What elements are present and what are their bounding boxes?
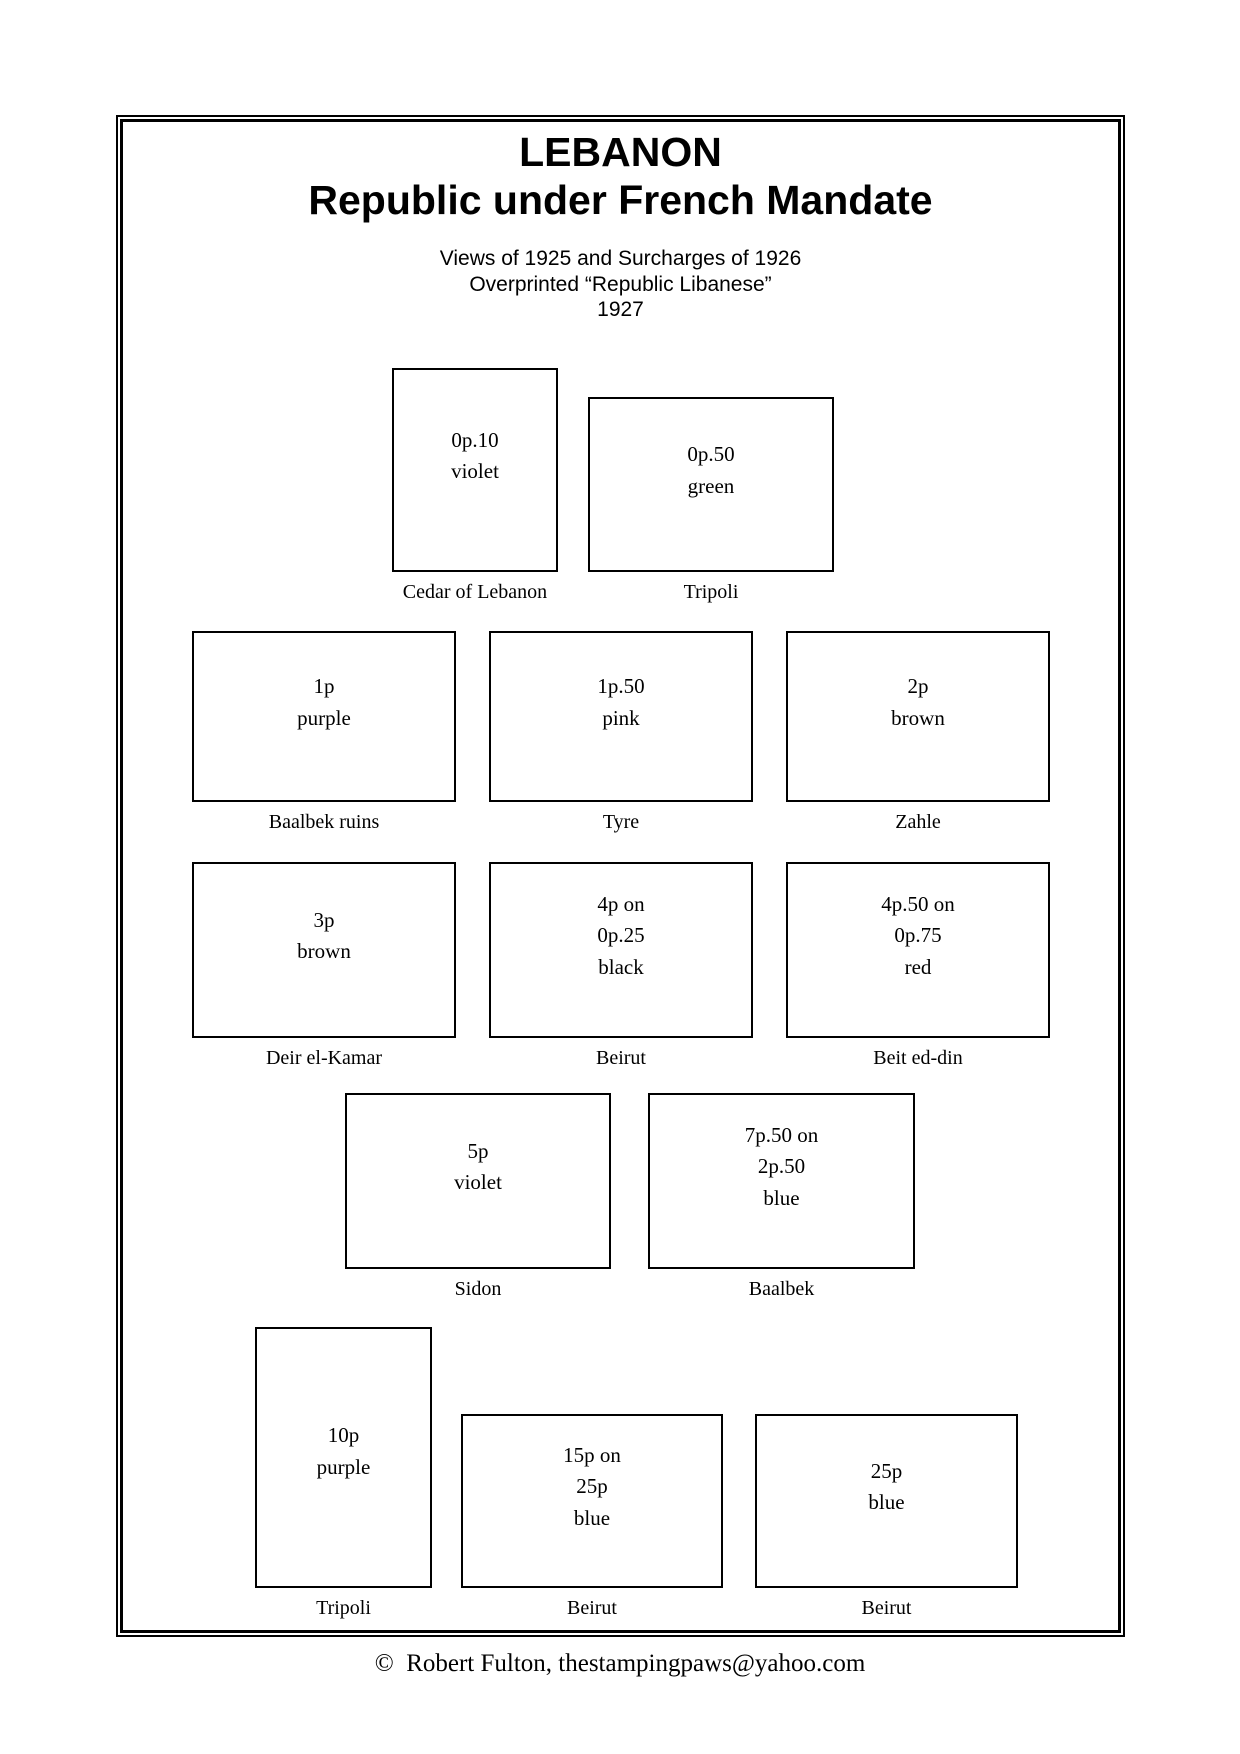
stamp-caption: Tripoli — [683, 581, 739, 603]
stamp-caption: Beirut — [596, 1047, 646, 1069]
series-line-2: Overprinted “Republic Libanese” — [469, 272, 772, 296]
stamp-caption: Beirut — [567, 1597, 617, 1619]
series-line-1: Views of 1925 and Surcharges of 1926 — [439, 247, 802, 270]
page-border-inner-rule — [120, 119, 1121, 1633]
stamp-caption: Baalbek ruins — [268, 811, 380, 833]
series-description: Views of 1925 and Surcharges of 1926 Ove… — [116, 246, 1125, 323]
stamp-caption: Beirut — [861, 1597, 912, 1619]
page-title-period: Republic under French Mandate — [308, 177, 933, 224]
copyright-footer: © Robert Fulton, thestampingpaws@yahoo.c… — [374, 1650, 866, 1677]
stamp-caption: Zahle — [895, 811, 941, 833]
stamp-caption: Deir el-Kamar — [265, 1047, 383, 1069]
stamp-caption: Beit ed-din — [873, 1047, 963, 1069]
page-title-country: LEBANON — [519, 129, 722, 175]
title-block: LEBANON Republic under French Mandate — [116, 128, 1125, 225]
stamp-caption: Tripoli — [316, 1597, 371, 1619]
series-line-3: 1927 — [597, 298, 644, 322]
page-border-frame — [116, 115, 1125, 1637]
stamp-caption: Tyre — [602, 811, 640, 833]
stamp-caption: Sidon — [454, 1278, 502, 1300]
stamp-caption: Baalbek — [748, 1278, 815, 1300]
stamp-caption: Cedar of Lebanon — [402, 581, 548, 603]
